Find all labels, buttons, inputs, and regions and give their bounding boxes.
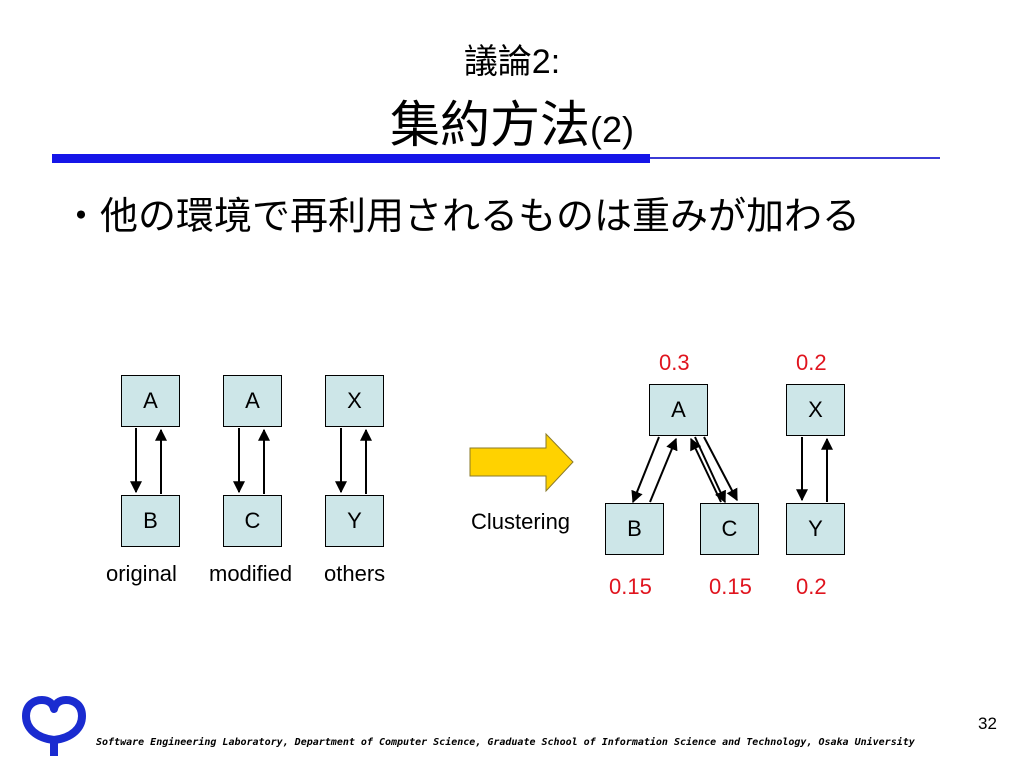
title-rule-thick (52, 154, 650, 163)
page-number: 32 (978, 714, 997, 733)
footer-text: Software Engineering Laboratory, Departm… (96, 737, 915, 748)
clustering-arrow (469, 432, 574, 493)
weight-x: 0.2 (796, 350, 827, 375)
node-merged-b: B (605, 503, 664, 555)
slide-title-text: 集約方法 (390, 97, 590, 153)
edge-a-to-c-merged-2 (703, 436, 738, 502)
caption-others: others (324, 561, 386, 586)
caption-modified: modified (209, 561, 293, 586)
title-rule-thin (650, 157, 940, 159)
weight-c: 0.15 (709, 574, 752, 599)
slide-title: 集約方法(2) (0, 94, 1024, 161)
caption-original: original (106, 561, 177, 586)
slide-subtitle: 議論2: (463, 43, 561, 81)
node-merged-y: Y (786, 503, 845, 555)
weight-b: 0.15 (609, 574, 652, 599)
clustering-label: Clustering (471, 509, 571, 534)
node-modified-top: A (223, 375, 282, 427)
node-others-bottom: Y (325, 495, 384, 547)
node-modified-bottom: C (223, 495, 282, 547)
node-merged-x: X (786, 384, 845, 436)
slide-title-paren: (2) (590, 109, 634, 150)
node-merged-c: C (700, 503, 759, 555)
node-merged-a: A (649, 384, 708, 436)
university-logo (22, 696, 86, 756)
node-original-bottom: B (121, 495, 180, 547)
bullet-text: ・他の環境で再利用されるものは重みが加わる (62, 196, 861, 238)
weight-y: 0.2 (796, 574, 827, 599)
node-original-top: A (121, 375, 180, 427)
edge-c-to-a-merged (690, 437, 722, 503)
edge-b-to-a-merged (649, 437, 678, 503)
weight-a: 0.3 (659, 350, 690, 375)
edge-a-to-b-merged (631, 436, 660, 504)
node-others-top: X (325, 375, 384, 427)
